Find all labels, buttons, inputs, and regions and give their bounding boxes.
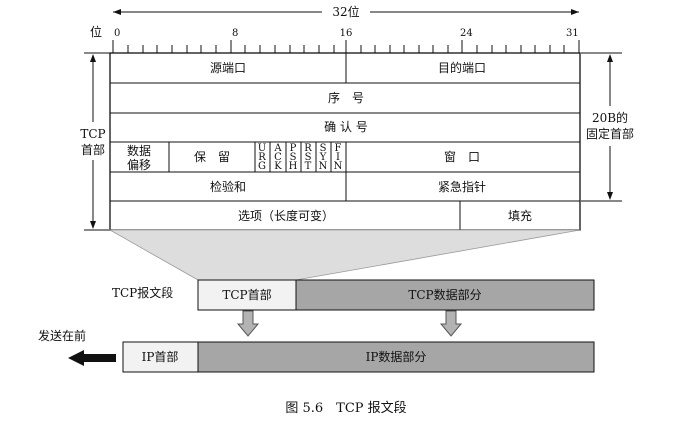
options-field: 选项（长度可变） bbox=[238, 208, 334, 223]
fixed-header-bracket: 20B的 固定首部 bbox=[581, 52, 634, 202]
fixed-header-label-2: 固定首部 bbox=[586, 126, 634, 141]
ip-data: IP数据部分 bbox=[366, 349, 427, 364]
ip-data-box bbox=[197, 341, 595, 373]
bit-ruler: 32位 位 0 8 16 24 31 bbox=[90, 4, 580, 53]
bit-tick-8: 8 bbox=[232, 28, 238, 39]
flag-ack-1: A bbox=[273, 143, 282, 154]
bit-width-label: 32位 bbox=[332, 4, 359, 19]
flag-psh-2: S bbox=[290, 152, 297, 163]
flag-fin-1: F bbox=[335, 143, 342, 154]
ip-header: IP首部 bbox=[142, 349, 179, 364]
tcp-segment-bar: TCP首部 TCP数据部分 bbox=[197, 279, 595, 311]
down-arrow-icon bbox=[236, 310, 260, 337]
send-first-label: 发送在前 bbox=[38, 328, 86, 343]
flag-urg-2: R bbox=[258, 152, 266, 163]
checksum-field: 检验和 bbox=[210, 179, 246, 194]
header-projection bbox=[108, 229, 581, 281]
dest-port-field: 目的端口 bbox=[438, 60, 486, 75]
tcp-header-side-label-1: TCP bbox=[80, 127, 105, 141]
flag-ack-3: K bbox=[274, 161, 282, 172]
flag-syn-2: Y bbox=[319, 152, 327, 163]
source-port-field: 源端口 bbox=[210, 61, 246, 75]
flag-rst-1: R bbox=[304, 143, 312, 154]
tcp-segment-header-box bbox=[197, 279, 297, 311]
left-arrow-icon bbox=[68, 350, 116, 366]
tcp-segment-data-box bbox=[295, 279, 595, 311]
tcp-header-side-label-2: 首部 bbox=[81, 142, 105, 157]
bit-tick-0: 0 bbox=[114, 28, 120, 39]
tcp-segment-header: TCP首部 bbox=[222, 287, 271, 302]
ack-number-field: 确 认 号 bbox=[324, 120, 368, 134]
ip-header-box bbox=[122, 341, 199, 373]
bit-tick-31: 31 bbox=[566, 28, 579, 39]
flag-psh-1: P bbox=[290, 143, 297, 154]
ip-packet-bar: IP首部 IP数据部分 bbox=[122, 341, 595, 373]
fixed-header-label-1: 20B的 bbox=[592, 110, 628, 125]
flag-ack-2: C bbox=[274, 152, 282, 163]
urgent-pointer-field: 紧急指针 bbox=[438, 179, 486, 194]
sequence-number-field: 序 号 bbox=[328, 90, 364, 105]
data-offset-field-line1: 数据 bbox=[127, 143, 151, 158]
flag-rst-2: S bbox=[305, 152, 312, 163]
tcp-header-bracket: TCP 首部 bbox=[80, 52, 110, 231]
header-table bbox=[109, 52, 581, 231]
bit-tick-24: 24 bbox=[460, 28, 473, 39]
tcp-segment-label: TCP报文段 bbox=[112, 285, 173, 300]
reserved-field: 保 留 bbox=[194, 150, 230, 164]
flag-syn-1: S bbox=[320, 143, 327, 154]
flag-syn-3: N bbox=[319, 161, 328, 172]
bit-unit-label: 位 bbox=[90, 24, 102, 39]
flag-fin-3: N bbox=[334, 161, 343, 172]
padding-field: 填充 bbox=[508, 208, 532, 223]
flag-psh-3: H bbox=[289, 161, 298, 172]
tcp-segment-data: TCP数据部分 bbox=[408, 287, 481, 302]
flag-rst-3: T bbox=[305, 161, 312, 172]
data-offset-field-line2: 偏移 bbox=[127, 157, 151, 172]
flag-urg-1: U bbox=[258, 143, 266, 154]
bit-tick-16: 16 bbox=[340, 28, 353, 39]
flag-fields: U R G A C K P S H R S T S Y N F I N bbox=[258, 143, 343, 172]
window-field: 窗 口 bbox=[444, 150, 480, 164]
flag-fin-2: I bbox=[336, 152, 340, 163]
figure-caption: 图 5.6 TCP 报文段 bbox=[285, 401, 406, 416]
flag-urg-3: G bbox=[258, 161, 266, 172]
down-arrow-icon bbox=[439, 310, 463, 337]
